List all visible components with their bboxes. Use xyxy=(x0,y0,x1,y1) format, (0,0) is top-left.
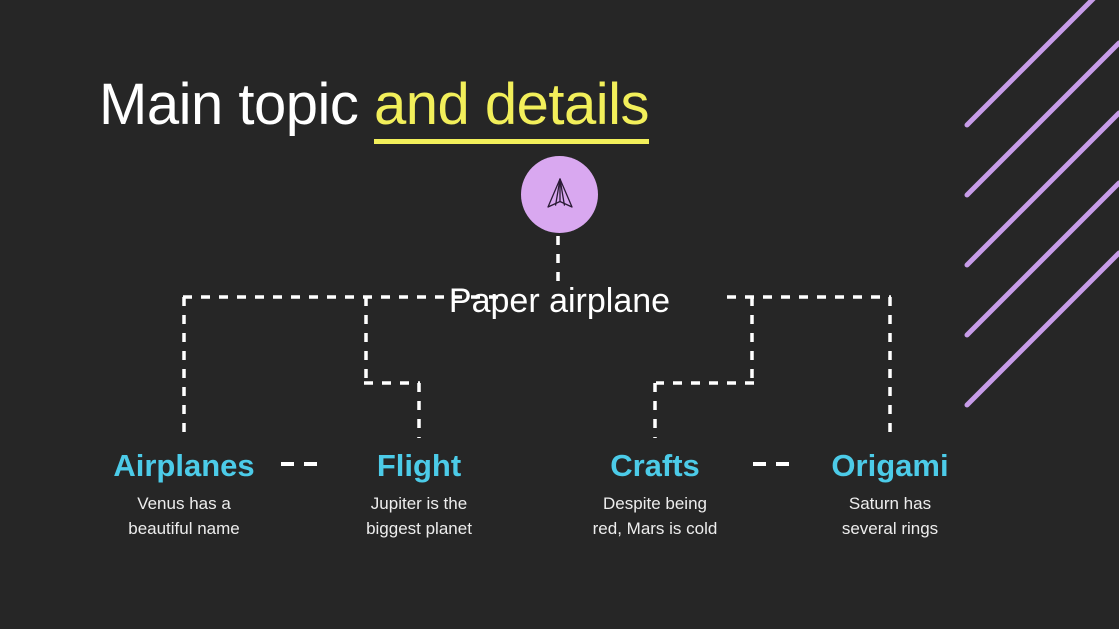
node-crafts-desc-line1: Despite being xyxy=(603,494,707,514)
node-airplanes-title: Airplanes xyxy=(113,448,255,483)
node-crafts-description: Despite being red, Mars is cold xyxy=(540,492,770,541)
title-plain-text: Main topic xyxy=(99,72,374,137)
node-origami-desc-line1: Saturn has xyxy=(848,494,932,514)
node-crafts: Crafts Despite being red, Mars is cold xyxy=(540,447,770,541)
paper-airplane-icon-badge xyxy=(521,156,598,233)
node-airplanes-description: Venus has a beautiful name xyxy=(69,492,299,541)
dash-separator-right xyxy=(753,462,798,466)
node-flight-description: Jupiter is the biggest planet xyxy=(304,492,534,541)
node-airplanes: Airplanes Venus has a beautiful name xyxy=(69,447,299,541)
node-origami-description: Saturn has several rings xyxy=(775,492,1005,541)
node-airplanes-desc-line1: Venus has a xyxy=(137,494,231,514)
node-crafts-title: Crafts xyxy=(610,448,700,483)
node-flight: Flight Jupiter is the biggest planet xyxy=(304,447,534,541)
node-flight-desc-line1: Jupiter is the xyxy=(370,494,468,514)
title-accent-text: and details xyxy=(373,72,650,144)
node-origami-desc-line2: several rings xyxy=(841,518,939,538)
node-flight-desc-line2: biggest planet xyxy=(366,518,472,538)
node-origami-title: Origami xyxy=(831,448,949,483)
slide-title: Main topic and details xyxy=(99,72,650,144)
paper-airplane-icon xyxy=(546,177,573,208)
root-node-label: Paper airplane xyxy=(0,281,1119,322)
root-node-label-text: Paper airplane xyxy=(448,282,671,320)
node-airplanes-desc-line2: beautiful name xyxy=(128,518,240,538)
node-origami: Origami Saturn has several rings xyxy=(775,447,1005,541)
diagonal-stripes-decoration xyxy=(964,0,1119,408)
node-flight-title: Flight xyxy=(376,448,462,483)
dash-separator-left xyxy=(281,462,326,466)
node-crafts-desc-line2: red, Mars is cold xyxy=(592,518,718,538)
